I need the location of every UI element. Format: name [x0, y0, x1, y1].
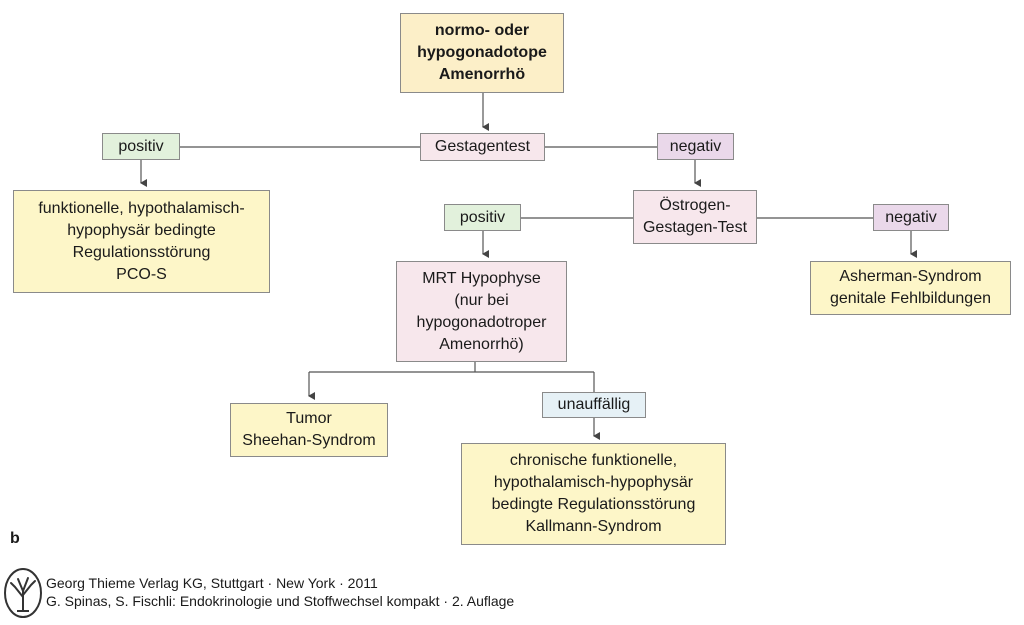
- oestrogen-test-line-2: Gestagen-Test: [642, 219, 748, 236]
- mrt-line-4: Amenorrhö): [439, 335, 524, 353]
- oestrogen-negative-label: negativ: [873, 204, 949, 231]
- chronic-line-4: Kallmann-Syndrom: [525, 518, 662, 535]
- thieme-tree-logo-icon: [4, 568, 42, 618]
- chronic-line-2: hypothalamisch-hypophysär: [493, 474, 694, 491]
- tumor-node: Tumor Sheehan-Syndrom: [230, 403, 388, 457]
- asherman-line-2: genitale Fehlbildungen: [829, 290, 991, 307]
- oestrogen-test-line-1: Östrogen-: [659, 197, 731, 214]
- unremarkable-text: unauffällig: [557, 396, 631, 413]
- root-line-1: normo- oder: [434, 22, 530, 39]
- positive-result-line-2: hypophysär bedingte: [67, 221, 216, 239]
- root-node: normo- oder hypogonadotope Amenorrhö: [400, 13, 564, 93]
- oestrogen-gestagen-test-node: Östrogen- Gestagen-Test: [633, 190, 757, 244]
- mrt-line-1: MRT Hypophyse: [422, 269, 541, 287]
- gestagen-positive-text: positiv: [118, 137, 164, 155]
- positive-result-line-1: funktionelle, hypothalamisch-: [38, 199, 245, 217]
- asherman-line-1: Asherman-Syndrom: [839, 268, 982, 285]
- chronic-node: chronische funktionelle, hypothalamisch-…: [461, 443, 726, 545]
- oestrogen-negative-text: negativ: [885, 208, 937, 226]
- gestagen-positive-label: positiv: [102, 133, 180, 160]
- chronic-line-3: bedingte Regulationsstörung: [491, 496, 696, 513]
- gestagen-negative-text: negativ: [669, 137, 722, 155]
- root-line-3: Amenorrhö: [438, 66, 526, 83]
- gestagen-negative-label: negativ: [657, 133, 734, 160]
- positive-result-node: funktionelle, hypothalamisch- hypophysär…: [13, 190, 270, 293]
- oestrogen-positive-text: positiv: [459, 208, 506, 226]
- mrt-node: MRT Hypophyse (nur bei hypogonadotroper …: [396, 261, 567, 362]
- tumor-line-2: Sheehan-Syndrom: [242, 432, 376, 449]
- panel-label: b: [10, 530, 20, 547]
- oestrogen-positive-label: positiv: [444, 204, 521, 231]
- mrt-line-2: (nur bei: [454, 291, 509, 309]
- positive-result-line-4: PCO-S: [116, 265, 167, 283]
- unremarkable-label: unauffällig: [542, 392, 646, 418]
- gestagen-test-label: Gestagentest: [434, 138, 531, 155]
- root-line-2: hypogonadotope: [417, 44, 547, 61]
- mrt-line-3: hypogonadotroper: [416, 313, 547, 331]
- gestagen-test-node: Gestagentest: [420, 133, 545, 161]
- chronic-line-1: chronische funktionelle,: [509, 452, 678, 469]
- positive-result-line-3: Regulationsstörung: [72, 243, 211, 261]
- tumor-line-1: Tumor: [286, 410, 332, 427]
- asherman-node: Asherman-Syndrom genitale Fehlbildungen: [810, 261, 1011, 315]
- footer-citation: G. Spinas, S. Fischli: Endokrinologie un…: [46, 593, 515, 609]
- footer-publisher: Georg Thieme Verlag KG, Stuttgart · New …: [46, 575, 378, 591]
